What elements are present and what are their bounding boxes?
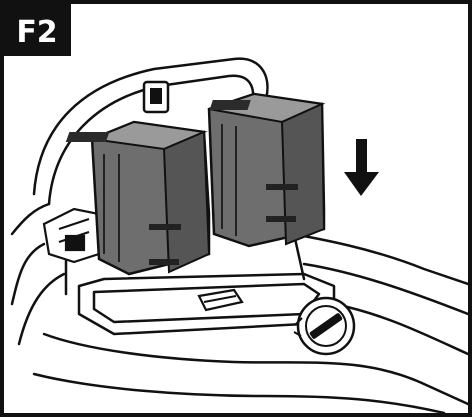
lid-outline <box>32 57 269 196</box>
mower-illustration <box>10 57 468 413</box>
release-pedal <box>197 288 244 312</box>
hinge-bracket <box>42 207 101 264</box>
figure-label: F2 <box>16 15 57 50</box>
battery-pack-right <box>207 92 326 248</box>
safety-key-dial <box>293 296 356 356</box>
lid-latch <box>142 80 170 114</box>
battery-pack-left <box>65 120 211 276</box>
figure-label-badge: F2 <box>4 4 71 56</box>
lid-inner-outline <box>47 74 255 206</box>
down-arrow-icon <box>344 139 379 196</box>
